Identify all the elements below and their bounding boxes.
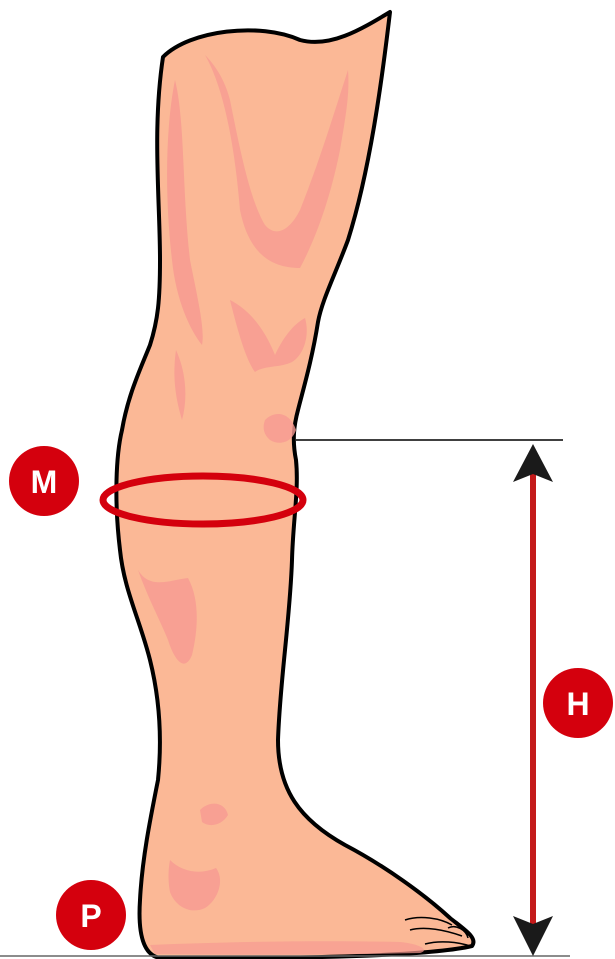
- badge-h: H: [543, 668, 613, 738]
- badge-p: P: [56, 880, 126, 950]
- leg-illustration: [116, 12, 473, 958]
- badge-h-label: H: [566, 686, 589, 722]
- badge-m-label: M: [31, 464, 58, 500]
- badge-p-label: P: [80, 898, 101, 934]
- badge-m: M: [9, 446, 79, 516]
